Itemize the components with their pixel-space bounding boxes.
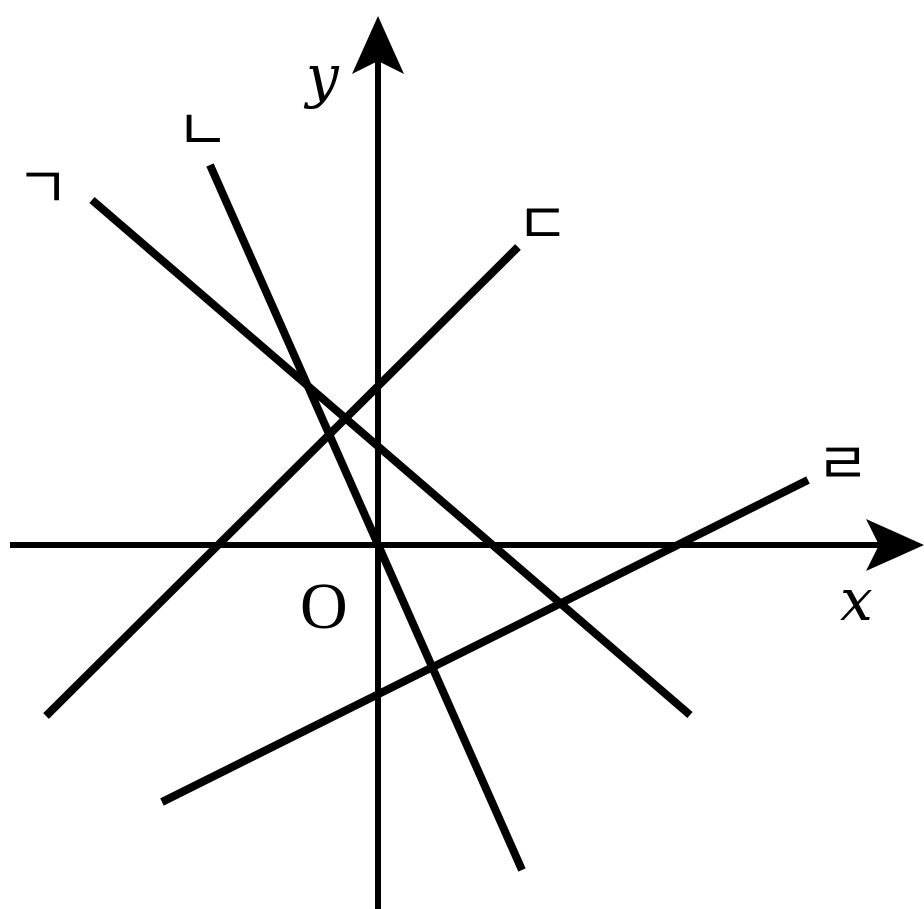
origin-label: O <box>300 570 348 643</box>
line-nieun <box>206 163 526 872</box>
x-axis-label: x <box>840 566 873 634</box>
line-digeut <box>43 244 521 719</box>
line-label-rieul: ㄹ <box>816 430 869 498</box>
x-axis-arrow-icon <box>866 519 924 571</box>
y-axis-label: y <box>303 42 340 110</box>
line-label-giyeok: ㄱ <box>16 154 69 222</box>
y-axis-arrow-icon <box>352 16 404 74</box>
line-label-digeut: ㄷ <box>516 190 569 258</box>
line-rieul <box>160 476 810 806</box>
line-label-nieun: ㄴ <box>176 96 229 164</box>
line-giyeok <box>89 196 693 719</box>
